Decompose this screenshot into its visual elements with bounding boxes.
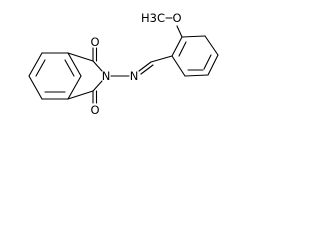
carbonyl-bond-bottom <box>92 90 98 104</box>
carbonyl-oxygen-bottom-label: O <box>90 103 99 117</box>
methine-ring-bond <box>150 55 173 63</box>
methoxyphenyl-ring <box>171 35 219 77</box>
imide-nitrogen-label: N <box>102 69 111 83</box>
carbonyl-bond-top <box>92 47 98 62</box>
methoxy-oxygen-label: O <box>172 11 181 25</box>
aryl-oxygen-bond <box>176 25 183 38</box>
imine-double-bond <box>138 61 154 75</box>
chemical-structure-diagram: H3C O O O N N <box>28 11 219 117</box>
methoxy-methyl-label: H3C <box>141 11 165 25</box>
carbonyl-oxygen-top-label: O <box>90 35 99 49</box>
imine-nitrogen-label: N <box>130 69 139 83</box>
phthalimide-benzene-ring <box>28 52 82 100</box>
imide-ring <box>67 52 103 100</box>
